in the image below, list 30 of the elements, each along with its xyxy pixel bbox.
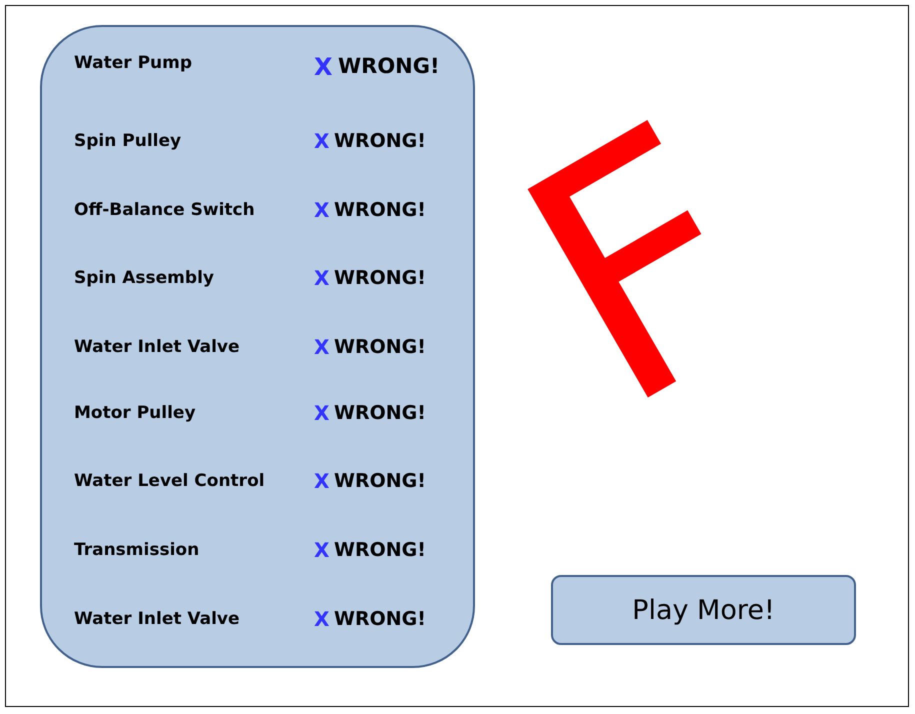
wrong-text: WRONG!: [334, 541, 426, 560]
part-name: Water Level Control: [74, 473, 265, 490]
part-name: Motor Pulley: [74, 405, 196, 422]
part-name: Water Inlet Valve: [74, 339, 240, 356]
part-name: Spin Pulley: [74, 133, 182, 150]
part-name: Water Pump: [74, 55, 192, 72]
part-name: Spin Assembly: [74, 270, 214, 287]
wrong-text: WRONG!: [334, 610, 426, 629]
wrong-mark: X: [314, 200, 330, 220]
wrong-mark: X: [314, 403, 330, 423]
wrong-text: WRONG!: [334, 132, 426, 151]
wrong-mark: X: [314, 337, 330, 357]
part-name: Transmission: [74, 542, 200, 559]
part-name: Off-Balance Switch: [74, 202, 255, 219]
wrong-text: WRONG!: [334, 404, 426, 423]
wrong-mark: X: [314, 540, 330, 560]
grade-letter: F: [480, 77, 810, 458]
wrong-mark: X: [314, 268, 330, 288]
play-more-button: Play More!: [551, 575, 856, 645]
wrong-mark: X: [314, 131, 330, 151]
wrong-text: WRONG!: [334, 201, 426, 220]
wrong-mark: X: [314, 609, 330, 629]
wrong-mark: X: [314, 55, 333, 79]
results-panel: [40, 25, 475, 668]
wrong-text: WRONG!: [334, 472, 426, 491]
part-name: Water Inlet Valve: [74, 611, 240, 628]
wrong-mark: X: [314, 471, 330, 491]
wrong-text: WRONG!: [338, 56, 440, 77]
wrong-text: WRONG!: [334, 269, 426, 288]
wrong-text: WRONG!: [334, 338, 426, 357]
